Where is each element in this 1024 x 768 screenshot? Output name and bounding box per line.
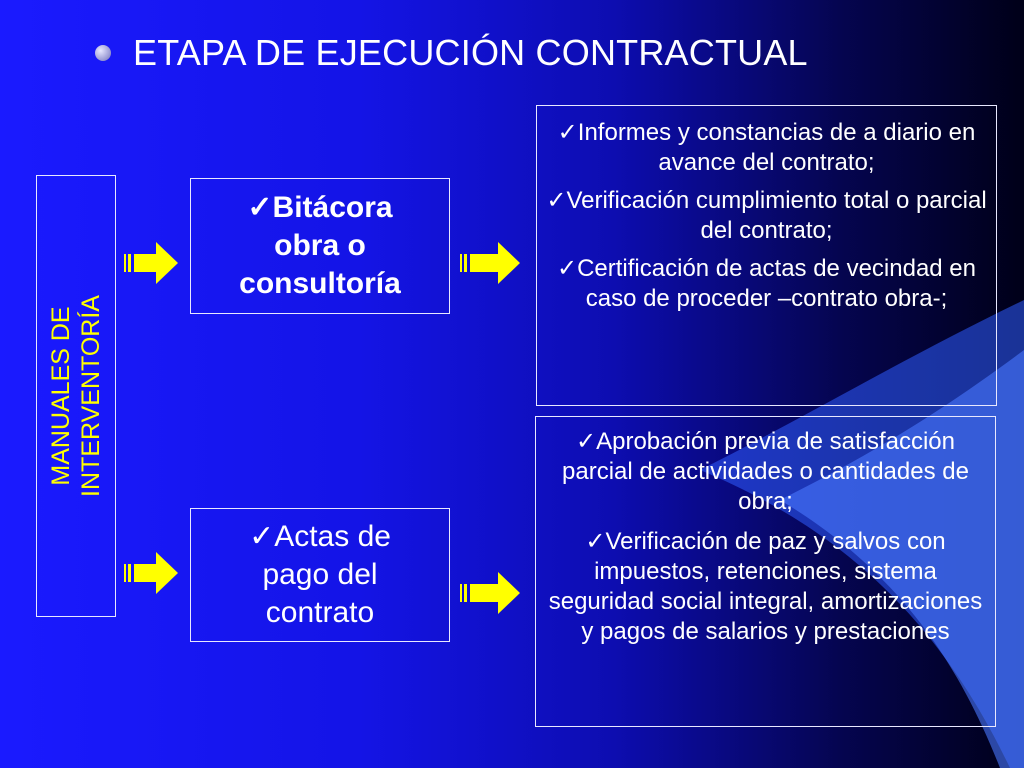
list-item: ✓Informes y constancias de a diario en a… (557, 119, 976, 176)
aprobacion-box: ✓Aprobación previa de satisfacción parci… (535, 416, 996, 727)
arrow-right-icon (460, 242, 520, 284)
vertical-label: MANUALES DE INTERVENTORÍA (46, 295, 106, 497)
bitacora-text: ✓Bitácora obra o consultoría (239, 191, 401, 300)
vertical-label-line2: INTERVENTORÍA (77, 295, 105, 497)
title-row: ETAPA DE EJECUCIÓN CONTRACTUAL (95, 32, 808, 74)
arrow-right-icon (460, 572, 520, 614)
vertical-label-line1: MANUALES DE (47, 306, 75, 486)
list-item: ✓Aprobación previa de satisfacción parci… (562, 428, 969, 515)
actas-pago-text: ✓Actas de pago del contrato (249, 520, 391, 629)
list-item: ✓Certificación de actas de vecindad en c… (556, 255, 976, 312)
informes-box: ✓Informes y constancias de a diario en a… (536, 105, 997, 406)
arrow-right-icon (124, 552, 178, 594)
arrow-right-icon (124, 242, 178, 284)
manuales-box: MANUALES DE INTERVENTORÍA (36, 175, 116, 617)
list-item: ✓Verificación cumplimiento total o parci… (546, 187, 987, 244)
actas-pago-box: ✓Actas de pago del contrato (190, 508, 450, 642)
bitacora-box: ✓Bitácora obra o consultoría (190, 178, 450, 314)
slide-title: ETAPA DE EJECUCIÓN CONTRACTUAL (133, 32, 808, 73)
bullet-icon (95, 45, 111, 61)
list-item: ✓Verificación de paz y salvos con impues… (548, 528, 983, 645)
